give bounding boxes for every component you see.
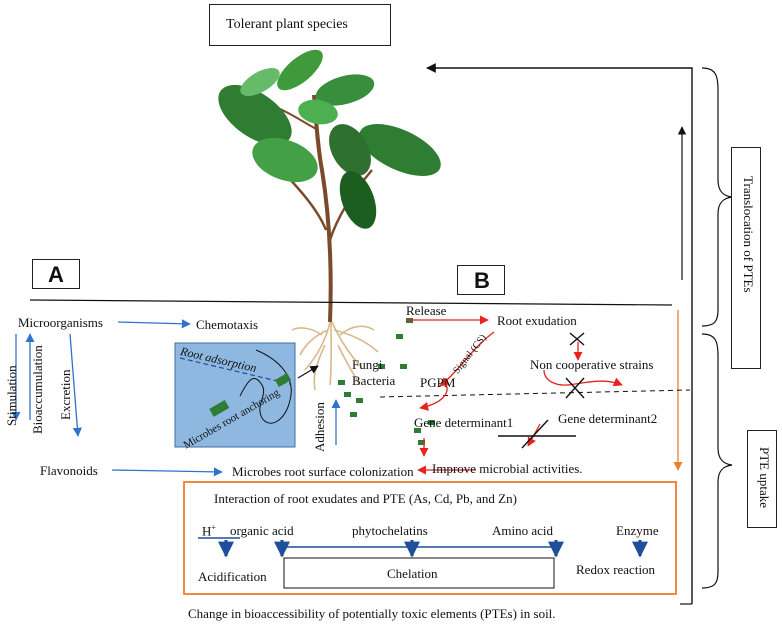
non-coop-label: Non cooperative strains [530, 357, 654, 372]
panel-a-box: A [32, 259, 80, 289]
h-plus-label: H+ [202, 523, 216, 539]
soil-surface-line [29, 299, 673, 306]
enzyme-label: Enzyme [616, 523, 659, 538]
chelation-label: Chelation [387, 566, 438, 581]
colonization-label: Microbes root surface colonization [232, 464, 414, 479]
fungi-label: Fungi [352, 357, 383, 372]
improve-label: Improve microbial activities. [432, 461, 583, 476]
translocation-box: Translocation of PTEs [731, 147, 761, 369]
gene-determinant1-label: Gene determinant1 [414, 415, 514, 430]
flavonoids-label: Flavonoids [40, 463, 98, 478]
adhesion-label: Adhesion [312, 402, 327, 452]
uptake-label: PTE uptake [757, 447, 772, 509]
panel-b-label: B [474, 268, 490, 293]
uptake-box: PTE uptake [747, 430, 777, 528]
panel-b-box: B [457, 265, 505, 295]
redox-label: Redox reaction [576, 562, 656, 577]
plant-illustration [218, 49, 441, 323]
microorganisms-label: Microorganisms [18, 315, 103, 330]
title-box: Tolerant plant species [209, 4, 391, 46]
bioaccumulation-label: Bioaccumulation [30, 345, 45, 434]
interaction-title: Interaction of root exudates and PTE (As… [214, 491, 517, 506]
title-text: Tolerant plant species [226, 17, 348, 32]
stimulation-label: Stimulation [4, 365, 19, 426]
chelation-box [283, 557, 555, 589]
root-exudation-label: Root exudation [497, 313, 577, 328]
bacteria-label: Bacteria [352, 373, 396, 388]
gene-determinant2-label: Gene determinant2 [558, 411, 658, 426]
interaction-box [183, 481, 677, 595]
translocation-label: Translocation of PTEs [741, 176, 756, 293]
footer-caption: Change in bioaccessibility of potentiall… [188, 606, 556, 621]
excretion-label: Excretion [58, 369, 73, 420]
pgpm-label: PGPM [420, 375, 456, 390]
amino-acid-label: Amino acid [492, 523, 554, 538]
organic-acid-label: organic acid [230, 523, 294, 538]
acidification-label: Acidification [198, 569, 267, 584]
release-label: Release [406, 303, 447, 318]
phytochelatins-label: phytochelatins [352, 523, 428, 538]
panel-a-label: A [48, 262, 64, 287]
chemotaxis-label: Chemotaxis [196, 317, 259, 332]
